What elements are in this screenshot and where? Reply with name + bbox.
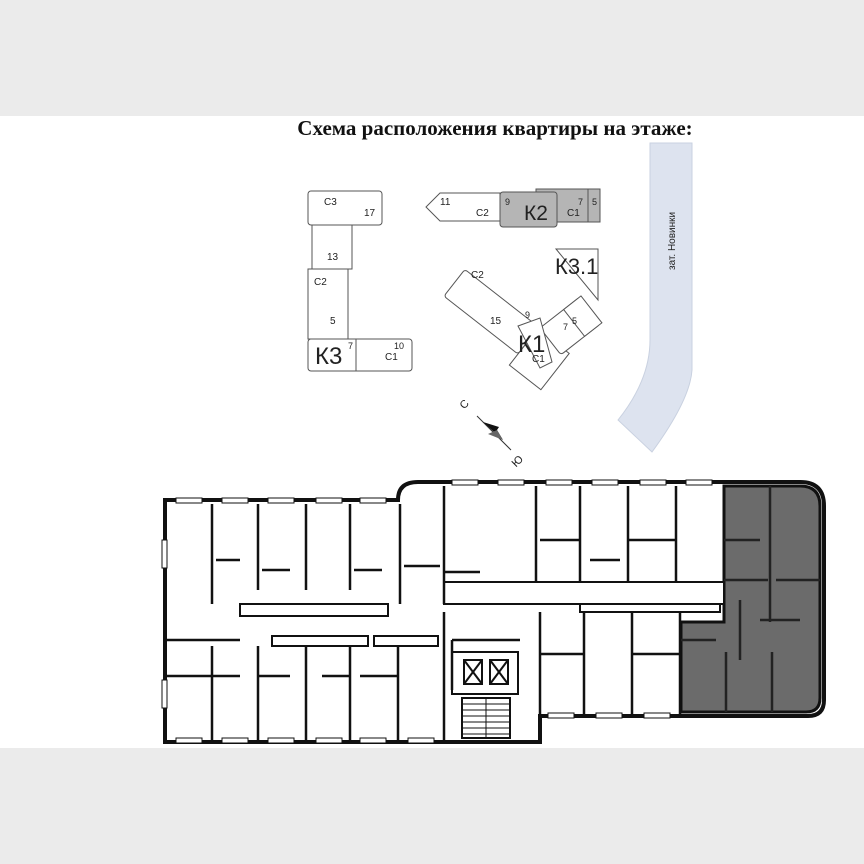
street-strip bbox=[617, 142, 693, 453]
k2-9-label: 9 bbox=[505, 197, 510, 207]
k3-c3-label: С3 bbox=[324, 197, 337, 208]
k3-10-label: 10 bbox=[394, 341, 404, 351]
k3-17-label: 17 bbox=[364, 208, 376, 219]
k2-c2-label: С2 bbox=[476, 208, 489, 219]
k3-name-label: К3 bbox=[315, 343, 342, 370]
k2-11-label: 11 bbox=[440, 197, 451, 208]
k1-7-label: 7 bbox=[563, 322, 568, 332]
k3-7-label: 7 bbox=[348, 341, 353, 351]
k2-7-label: 7 bbox=[578, 197, 583, 207]
k1-5-label: 5 bbox=[572, 316, 577, 326]
k2-c1-label: С1 bbox=[567, 208, 580, 219]
compass-south-label: Ю bbox=[510, 453, 526, 469]
street-label: зат. Новинки bbox=[667, 212, 678, 270]
k3-c2-label: С2 bbox=[314, 277, 327, 288]
k2-name-label: К2 bbox=[524, 202, 548, 225]
k1-c1-label: С1 bbox=[532, 354, 545, 365]
k3-c1-label: С1 bbox=[385, 352, 398, 363]
k1-15-label: 15 bbox=[490, 316, 502, 327]
k3-5-label: 5 bbox=[330, 316, 336, 327]
floor-plan bbox=[161, 479, 826, 744]
section-k3[interactable] bbox=[307, 190, 413, 372]
selected-apartment[interactable] bbox=[679, 484, 822, 714]
compass-icon bbox=[476, 415, 512, 451]
k1-9-label: 9 bbox=[525, 310, 530, 320]
page-title: Схема расположения квартиры на этаже: bbox=[297, 116, 693, 140]
compass-north-label: С bbox=[458, 398, 472, 412]
k3-13-label: 13 bbox=[327, 252, 339, 263]
k3-1-name-label: К3.1 bbox=[555, 254, 598, 279]
k1-name-label: К1 bbox=[518, 331, 545, 358]
section-k1[interactable] bbox=[435, 269, 603, 391]
section-k3-1[interactable] bbox=[554, 248, 599, 302]
k1-c2-label: С2 bbox=[471, 270, 484, 281]
section-k2[interactable] bbox=[425, 188, 601, 228]
k2-5-label: 5 bbox=[592, 197, 597, 207]
